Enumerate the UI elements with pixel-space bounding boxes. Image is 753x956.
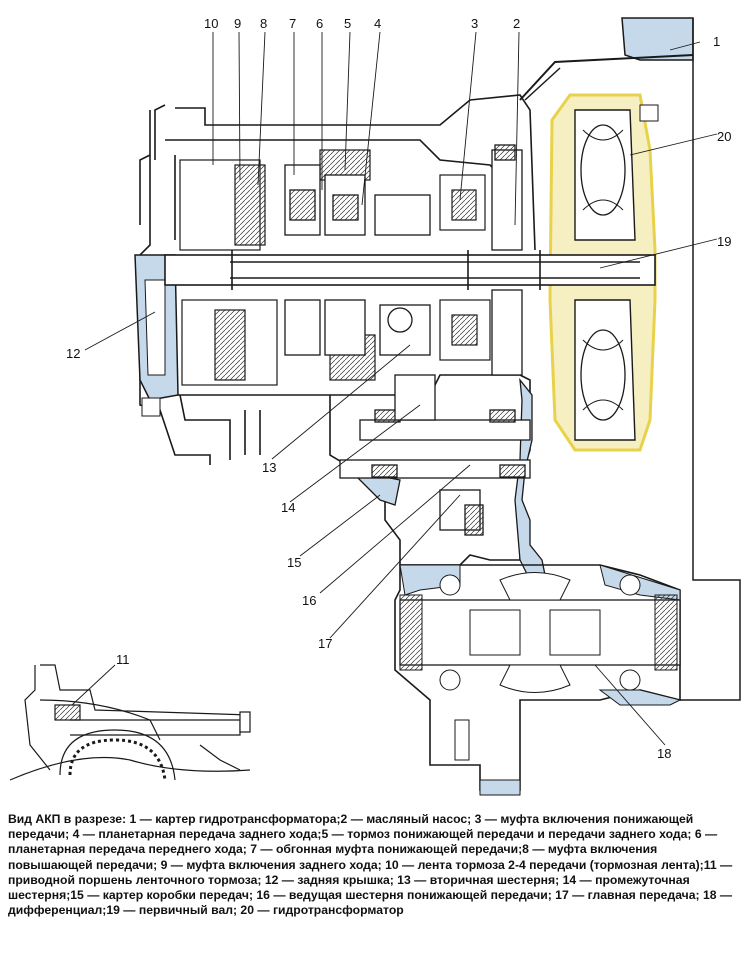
callout-8: 8 — [260, 16, 267, 31]
callout-2: 2 — [513, 16, 520, 31]
callout-9: 9 — [234, 16, 241, 31]
differential — [394, 564, 682, 796]
clutch-packs — [179, 149, 491, 386]
oil-pump — [491, 144, 523, 376]
callout-20: 20 — [717, 129, 731, 144]
callout-16: 16 — [302, 593, 316, 608]
converter-housing — [519, 17, 741, 701]
transfer-gears — [339, 374, 531, 536]
callout-18: 18 — [657, 746, 671, 761]
callout-12: 12 — [66, 346, 80, 361]
callout-10: 10 — [204, 16, 218, 31]
callout-11: 11 — [116, 652, 130, 667]
callout-19: 19 — [717, 234, 731, 249]
callout-5: 5 — [344, 16, 351, 31]
callout-15: 15 — [287, 555, 301, 570]
leader-lines — [71, 31, 718, 746]
callout-numbers: 1 2 3 4 5 6 7 8 9 10 11 12 13 14 15 16 1… — [66, 16, 731, 761]
callout-6: 6 — [316, 16, 323, 31]
transmission-cutaway-drawing: 1 2 3 4 5 6 7 8 9 10 11 12 13 14 15 16 1… — [9, 16, 741, 796]
callout-1: 1 — [713, 34, 720, 49]
rear-cover — [134, 254, 179, 417]
callout-17: 17 — [318, 636, 332, 651]
callout-3: 3 — [471, 16, 478, 31]
input-shaft — [164, 250, 656, 290]
figure-caption: Вид АКП в разрезе: 1 — картер гидротранс… — [8, 812, 733, 918]
callout-13: 13 — [262, 460, 276, 475]
planetary-gear-sets — [284, 164, 431, 356]
callout-7: 7 — [289, 16, 296, 31]
callout-4: 4 — [374, 16, 381, 31]
callout-14: 14 — [281, 500, 295, 515]
brake-band-servo-inset — [9, 664, 251, 781]
